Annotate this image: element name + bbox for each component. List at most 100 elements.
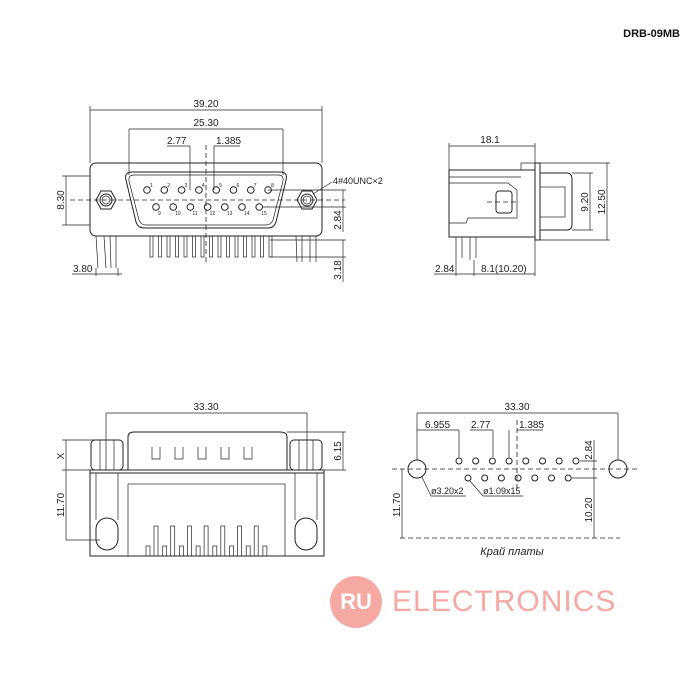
pin-tail <box>243 235 247 258</box>
pin-tail <box>153 525 159 557</box>
pin-number: 6 <box>237 183 240 189</box>
watermark-badge: RU <box>330 576 382 628</box>
pin-tail <box>234 235 239 258</box>
contact-slot <box>151 447 161 460</box>
pin-hole <box>514 474 522 482</box>
pin-tail <box>268 235 273 258</box>
pin-number: 11 <box>192 211 197 217</box>
front-pin-tails <box>149 235 273 258</box>
pin-number: 10 <box>175 211 181 217</box>
part-number: DRB-09MB <box>623 28 680 40</box>
side-pins <box>455 237 477 260</box>
mount-hole-label: ø3.20x2 <box>431 486 464 496</box>
pin-contact <box>195 186 203 194</box>
pin-number: 13 <box>227 211 233 217</box>
dim-shell-width: 25.30 <box>193 118 218 129</box>
pin-hole <box>472 457 480 465</box>
pin-tail <box>195 545 201 557</box>
pcb-dim-edge-row: 10.20 <box>584 497 595 522</box>
pcb-dim-half-pitch: 1.385 <box>519 420 544 431</box>
pin-hole <box>539 457 546 465</box>
pin-contact <box>238 203 246 211</box>
pin-tail <box>145 545 151 557</box>
pin-tail <box>170 525 176 557</box>
pin-number: 12 <box>210 211 216 217</box>
contact-slot <box>174 447 184 460</box>
pin-contact <box>177 186 186 194</box>
pin-tail <box>251 235 256 258</box>
bottom-boardlock-right <box>294 517 318 551</box>
bottom-slots <box>151 447 253 460</box>
pcb-dim-mount-spacing: 33.30 <box>504 402 529 413</box>
side-view: 18.1 9.20 12.50 2.84 8.1(10.20) <box>434 135 610 276</box>
pcb-dim-row-spacing: 2.84 <box>584 440 595 460</box>
pin-tail <box>209 235 213 258</box>
bottom-boardlock-left <box>95 517 119 551</box>
pin-tail <box>229 545 234 557</box>
dim-pin-pitch: 2.77 <box>167 136 187 147</box>
dim-height: 8.30 <box>56 190 67 210</box>
pin-number: 9 <box>158 211 161 217</box>
pin-contact <box>229 186 238 194</box>
pcb-dim-edge-center: 11.70 <box>392 492 403 517</box>
pin-tail <box>166 235 171 258</box>
pin-tail <box>245 545 251 557</box>
pin-hole <box>455 457 463 465</box>
contact-slot <box>197 447 207 460</box>
dim-row-offset: 2.84 <box>333 210 344 230</box>
pin-hole-label: ø1.09x15 <box>483 486 521 496</box>
pin-hole <box>555 457 563 465</box>
dim-overall-width: 39.20 <box>193 99 218 110</box>
pin-tail <box>158 235 162 258</box>
pin-tail <box>175 235 179 258</box>
dim-row-spacing: 2.84 <box>435 264 455 275</box>
watermark: RU ELECTRONICS <box>330 576 616 628</box>
pin-contact <box>255 203 264 211</box>
pin-contact <box>186 203 195 211</box>
pin-number: 1 <box>150 183 153 189</box>
pin-number: 4 <box>202 183 205 189</box>
pin-tail <box>187 525 192 557</box>
pin-contact <box>212 186 220 194</box>
front-shell <box>125 171 287 229</box>
pin-number: 14 <box>244 211 250 217</box>
dim-pin-distance: 8.1(10.20) <box>481 264 527 275</box>
contact-slot <box>220 447 230 460</box>
pin-contact <box>160 186 169 194</box>
bottom-standoff-right <box>289 439 323 471</box>
screw-thread-label: 4#40UNC×2 <box>333 176 383 186</box>
pin-contact <box>247 186 255 194</box>
pin-hole <box>572 457 580 465</box>
pin-tail <box>262 545 268 557</box>
dim-flange-height: 12.50 <box>597 189 608 214</box>
pin-tail <box>162 545 168 557</box>
pin-number: 5 <box>219 183 222 189</box>
pin-hole <box>481 474 489 482</box>
front-legs-left <box>95 235 117 269</box>
pin-tail <box>237 525 242 557</box>
pin-number: 3 <box>185 183 188 189</box>
pin-tail <box>220 525 226 557</box>
dim-leg-height: 11.70 <box>56 492 67 517</box>
pin-tail <box>149 235 154 258</box>
pin-tail <box>253 525 259 557</box>
watermark-text: ELECTRONICS <box>392 585 617 618</box>
pin-hole <box>505 457 513 465</box>
pin-tail <box>200 235 205 258</box>
dim-x: X <box>56 452 67 459</box>
dim-shell-height: 9.20 <box>580 192 591 212</box>
bottom-pins <box>145 525 268 557</box>
pin-number: 2 <box>167 183 170 189</box>
pin-hole <box>497 474 505 482</box>
pin-hole <box>522 457 530 465</box>
pin-hole <box>531 474 539 482</box>
pcb-dim-first-pin: 6.955 <box>425 420 450 431</box>
pin-tail <box>260 235 264 258</box>
pin-tail <box>226 235 230 258</box>
pin-hole <box>464 474 472 482</box>
pin-tail <box>203 525 209 557</box>
